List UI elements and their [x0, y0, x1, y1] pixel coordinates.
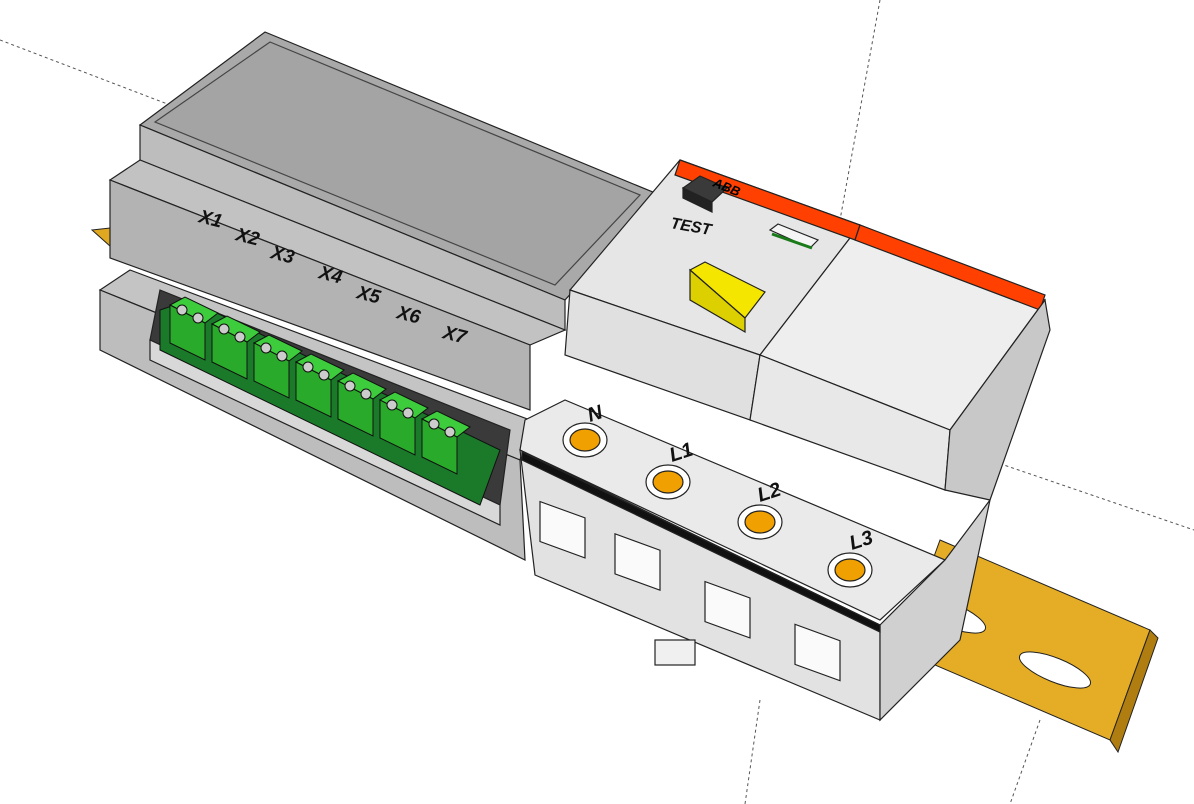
terminal-block	[294, 353, 345, 418]
terminal-block	[420, 410, 471, 475]
terminal-block	[210, 315, 261, 380]
pcb-terminal-area	[159, 296, 501, 506]
terminal-block	[378, 391, 429, 456]
terminal-block	[336, 372, 387, 437]
terminal-block	[168, 296, 219, 361]
terminal-block	[252, 334, 303, 399]
controller-enclosure	[98, 31, 662, 561]
circuit-breaker	[519, 159, 1051, 722]
